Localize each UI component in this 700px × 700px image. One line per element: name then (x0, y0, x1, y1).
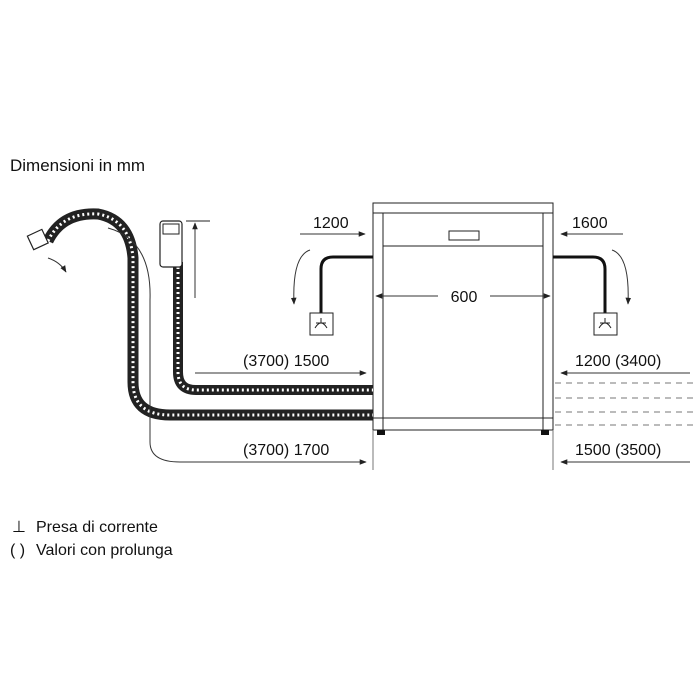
inlet-length-label: (3700) 1700 (243, 442, 329, 459)
inlet-length-arrow (107, 227, 367, 465)
diagram-title: Dimensioni in mm (10, 156, 145, 175)
right-mid-label: 1200 (3400) (575, 353, 661, 370)
extension-legend-label: Valori con prolunga (36, 542, 173, 559)
left-foot (377, 430, 385, 435)
drain-connector-cap (162, 223, 180, 235)
inlet-hose-texture (46, 212, 373, 417)
left-cord-length-label: 1200 (313, 215, 349, 232)
inlet-connector (26, 228, 50, 251)
dishwasher-outline (372, 202, 554, 435)
right-socket-box (593, 312, 618, 336)
drain-hose: (3700) 1500 (159, 220, 373, 395)
left-cord-curve-arrow (290, 249, 311, 305)
left-power-cord: 1200 (290, 215, 373, 336)
left-cord (319, 255, 373, 313)
inlet-hose: (3700) 1700 (26, 208, 373, 465)
socket-legend-symbol: ⊥ (12, 519, 26, 536)
right-bottom-label: 1500 (3500) (575, 442, 661, 459)
right-socket-icon (598, 318, 612, 329)
legend: ⊥ Presa di corrente ( ) Valori con prolu… (10, 519, 173, 559)
drain-hose-texture (176, 262, 373, 392)
display-window (448, 230, 480, 241)
right-power-cord: 1600 (553, 215, 632, 336)
right-connections: 1200 (3400) 1500 (3500) (555, 353, 695, 465)
right-cord-length-label: 1600 (572, 215, 608, 232)
width-label: 600 (451, 289, 478, 306)
left-socket-icon (314, 318, 328, 329)
drain-length-label: (3700) 1500 (243, 353, 329, 370)
socket-legend-label: Presa di corrente (36, 519, 158, 536)
right-cord (553, 255, 607, 313)
inlet-hose-coils (43, 209, 373, 420)
drain-hose-outer (173, 262, 373, 395)
drain-hose-coils (174, 262, 373, 394)
appliance-body (372, 202, 554, 431)
right-cord-curve-arrow (611, 249, 632, 305)
left-socket-box (309, 312, 334, 336)
width-dimension: 600 (375, 289, 551, 306)
right-foot (541, 430, 549, 435)
inlet-hose-outer (43, 208, 373, 421)
extension-legend-symbol: ( ) (10, 542, 25, 559)
inlet-end-arrow (47, 257, 67, 273)
